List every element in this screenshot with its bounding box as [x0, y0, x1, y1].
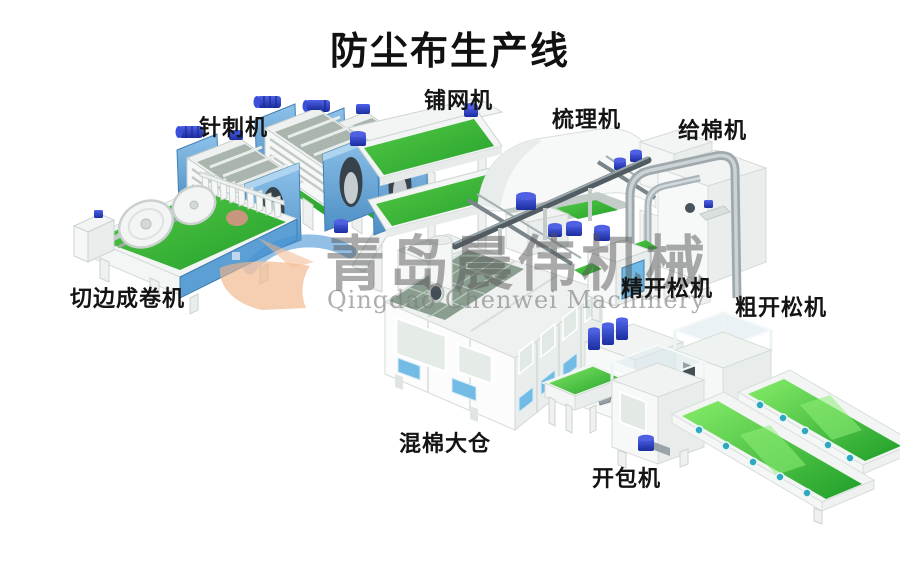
carding-machine	[466, 127, 661, 266]
label-bale-opener: 开包机	[592, 466, 662, 491]
label-mixing-bin: 混棉大仓	[399, 431, 492, 456]
transfer-box	[574, 224, 652, 323]
coarse-opener-machine	[672, 310, 900, 489]
edge-winder-machine	[72, 171, 299, 315]
mixing-bin-machine	[383, 156, 652, 432]
label-carding: 梳理机	[552, 107, 622, 132]
brand-logo-watermark	[219, 210, 357, 310]
watermark-english: Qingdao Chenwei Machinery	[327, 286, 706, 314]
label-edge-winder: 切边成卷机	[70, 286, 186, 311]
label-coarse-opener: 粗开松机	[735, 295, 828, 320]
label-web-layer: 铺网机	[424, 88, 494, 113]
watermark-chinese: 青岛晨伟机械	[325, 230, 709, 300]
label-fine-opener: 精开松机	[621, 276, 714, 301]
label-cotton-feeder: 给棉机	[678, 118, 748, 143]
cotton-feeder-machine	[612, 129, 768, 306]
bale-opener-machine	[609, 343, 876, 525]
label-needle-punch: 针刺机	[199, 115, 269, 140]
page-title: 防尘布生产线	[329, 31, 570, 73]
